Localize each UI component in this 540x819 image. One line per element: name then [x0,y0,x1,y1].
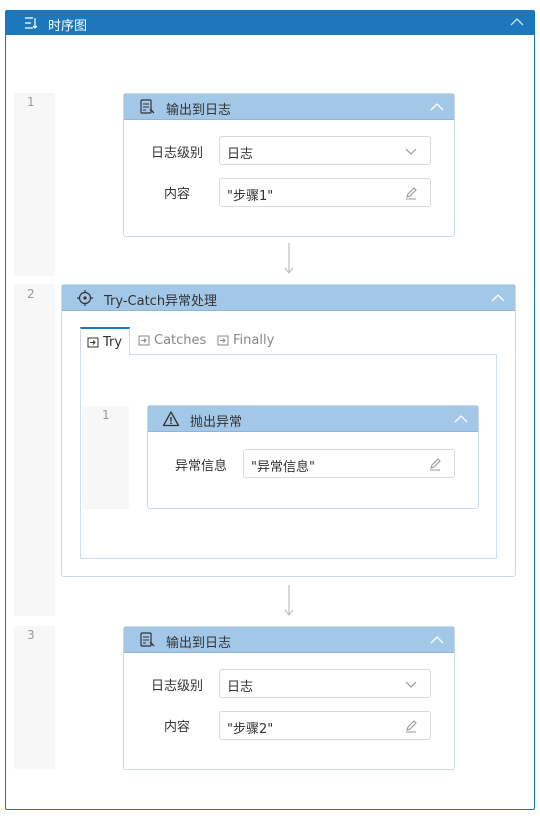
tab-finally[interactable]: Finally [211,327,281,355]
log-level-select[interactable]: 日志 [219,136,431,165]
tab-entry-icon [87,337,99,348]
exception-message-input[interactable]: "异常信息" [243,449,455,478]
try-catch-card[interactable]: Try-Catch异常处理 Try Catches Finally 1 [61,284,516,577]
card-header[interactable]: 输出到日志 [124,627,454,653]
step-number: 3 [27,628,35,642]
card-header[interactable]: Try-Catch异常处理 [62,285,515,311]
tab-entry-icon [138,335,150,346]
edit-pencil-icon[interactable] [404,719,418,733]
chevron-up-icon[interactable] [430,102,444,111]
log-output-icon [140,632,155,647]
tab-label: Try [103,335,123,350]
sequence-list-icon [25,17,38,29]
crosshair-icon [77,290,93,306]
panel-header: 时序图 [6,11,534,35]
chevron-up-icon[interactable] [454,414,468,423]
log-output-icon [140,99,155,114]
log-output-card[interactable]: 输出到日志 日志级别 日志 内容 "步骤1" [123,93,455,237]
warning-icon [162,411,180,427]
edit-pencil-icon[interactable] [404,186,418,200]
field-label-content: 内容 [164,187,191,202]
flow-arrow-icon [284,243,294,275]
tab-catches[interactable]: Catches [132,327,208,355]
flow-arrow-icon [284,585,294,617]
step-gutter [14,284,55,616]
chevron-up-icon[interactable] [491,293,505,302]
step-gutter [14,626,55,769]
card-title: Try-Catch异常处理 [104,294,218,309]
content-input[interactable]: "步骤2" [219,711,431,740]
chevron-up-icon[interactable] [430,635,444,644]
step-number: 2 [27,287,35,301]
card-header[interactable]: 抛出异常 [148,406,478,432]
chevron-down-icon [405,148,417,155]
log-output-card[interactable]: 输出到日志 日志级别 日志 内容 "步骤2" [123,626,455,770]
content-value: "步骤1" [227,189,274,204]
field-label-log-level: 日志级别 [151,679,204,694]
card-header[interactable]: 输出到日志 [124,94,454,120]
step-gutter [14,93,55,276]
log-level-select[interactable]: 日志 [219,669,431,698]
tab-label: Catches [154,333,207,348]
field-label-exception-message: 异常信息 [175,459,228,474]
chevron-down-icon [405,681,417,688]
throw-exception-card[interactable]: 抛出异常 异常信息 "异常信息" [147,405,479,509]
edit-pencil-icon[interactable] [428,457,442,471]
panel-title: 时序图 [48,19,88,34]
tab-try[interactable]: Try [80,327,130,355]
inner-step-number: 1 [102,408,110,422]
log-level-value: 日志 [227,147,254,162]
field-label-content: 内容 [164,720,191,735]
tab-label: Finally [233,333,275,348]
collapse-panel-icon[interactable] [510,17,524,27]
log-level-value: 日志 [227,680,254,695]
exception-message-value: "异常信息" [251,460,315,475]
card-title: 输出到日志 [166,636,232,651]
inner-step-gutter [82,406,129,509]
field-label-log-level: 日志级别 [151,146,204,161]
step-number: 1 [27,95,35,109]
tab-entry-icon [217,335,229,346]
content-value: "步骤2" [227,722,274,737]
card-title: 输出到日志 [166,103,232,118]
content-input[interactable]: "步骤1" [219,178,431,207]
card-title: 抛出异常 [190,415,243,430]
